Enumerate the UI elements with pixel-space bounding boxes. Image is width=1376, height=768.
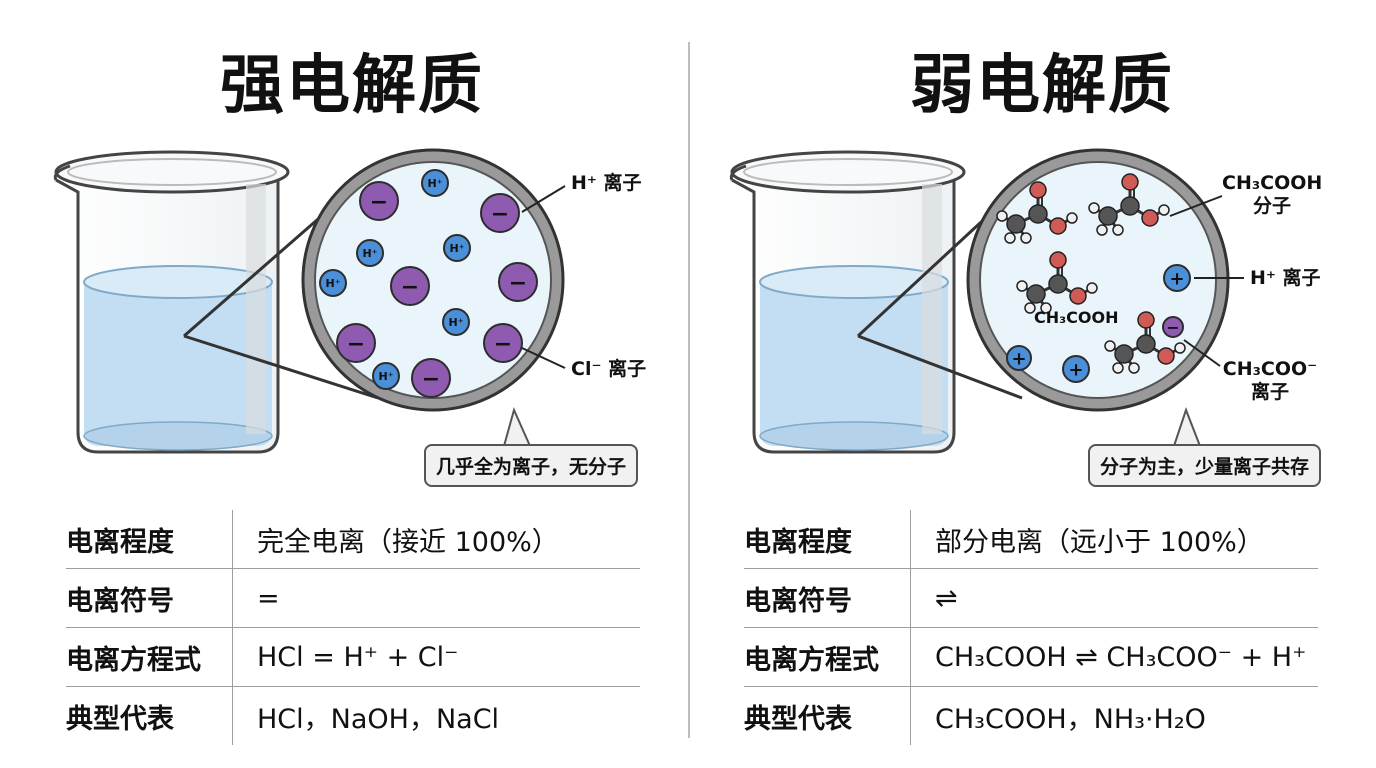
svg-text:H⁺: H⁺ [449,242,464,255]
strong-electrolyte-title: 强电解质 [220,49,484,123]
cl-ion: − [480,193,520,233]
h-ion-label-left: H⁺ 离子 [571,172,642,194]
acetate-label: CH₃COO⁻ 离子 [1220,358,1320,404]
cl-ion: − [336,323,376,363]
row-key: 电离符号 [66,568,233,628]
weak-electrolyte-title: 弱电解质 [910,49,1174,123]
bubble-left: 几乎全为离子，无分子 [424,444,639,487]
acetic-acid-label-line1: CH₃COOH [1222,172,1323,194]
h-ion: + [1163,264,1191,292]
bubble-right: 分子为主，少量离子共存 [1088,444,1322,487]
row-key: 典型代表 [744,686,911,745]
table-row: 电离方程式 HCl = H⁺ + Cl⁻ [66,627,640,687]
svg-text:H⁺: H⁺ [325,277,340,290]
svg-text:−: − [370,190,388,215]
svg-text:−: − [494,332,512,357]
table-row: 电离程度 完全电离（接近 100%） [66,510,640,569]
row-value: = [232,568,640,628]
pointer-h-left [521,185,566,213]
bubble-tail-left [503,407,531,447]
bubble-tail-right [1173,407,1201,447]
center-divider [688,42,690,738]
acetate-label-line2: 离子 [1250,381,1289,403]
cl-ion: − [411,358,451,398]
table-row: 电离符号 ⇌ [744,568,1318,628]
solution-left [84,282,272,446]
pointer-cl-left [521,347,566,369]
acetate-label-line1: CH₃COO⁻ [1222,358,1318,380]
svg-text:−: − [422,367,440,392]
row-key: 电离方程式 [744,627,911,687]
beaker-left [53,150,290,454]
h-ion: H⁺ [442,308,470,336]
svg-text:H⁺: H⁺ [448,316,463,329]
h-ion: H⁺ [372,362,400,390]
row-key: 电离程度 [66,510,233,569]
row-value: HCl = H⁺ + Cl⁻ [232,627,640,687]
svg-text:−: − [509,271,527,296]
inner-molecule-label: CH₃COOH [1034,308,1119,327]
row-value: ⇌ [910,568,1318,628]
table-row: 电离符号 = [66,568,640,628]
row-value: 完全电离（接近 100%） [232,510,640,569]
acetic-acid-label-line2: 分子 [1252,195,1291,217]
h-ion-label-right: H⁺ 离子 [1250,267,1321,289]
acetic-acid-molecule [1088,173,1170,236]
h-ion: H⁺ [319,269,347,297]
table-row: 典型代表 CH₃COOH，NH₃·H₂O [744,686,1318,745]
cl-ion: − [483,323,523,363]
acetic-acid-molecule [1016,251,1098,314]
pointer-acetate [1183,339,1221,367]
h-ion: H⁺ [356,239,384,267]
svg-text:+: + [1169,268,1184,289]
svg-text:H⁺: H⁺ [362,247,377,260]
row-key: 电离方程式 [66,627,233,687]
h-ion: H⁺ [443,234,471,262]
h-ion: + [1062,355,1090,383]
svg-text:H⁺: H⁺ [378,370,393,383]
row-key: 电离符号 [744,568,911,628]
acetic-acid-molecule [1104,311,1186,374]
acetate-ion: − [1162,316,1184,338]
cl-ion: − [390,266,430,306]
row-value: HCl，NaOH，NaCl [257,703,500,735]
row-value: CH₃COOH ⇌ CH₃COO⁻ + H⁺ [910,627,1318,687]
table-row: 电离方程式 CH₃COOH ⇌ CH₃COO⁻ + H⁺ [744,627,1318,687]
ions-left: −−−−−−−H⁺H⁺H⁺H⁺H⁺H⁺ [319,169,538,398]
beaker-right [729,150,966,454]
row-key: 电离程度 [744,510,911,569]
h-ion: H⁺ [421,169,449,197]
cl-ion: − [359,181,399,221]
svg-text:H⁺: H⁺ [427,177,442,190]
svg-text:+: + [1011,348,1026,369]
row-key: 典型代表 [66,686,233,745]
acetic-acid-label: CH₃COOH 分子 [1222,172,1322,218]
cl-ion-label: Cl⁻ 离子 [571,358,647,380]
svg-text:+: + [1068,359,1083,380]
pointer-acetic [1169,195,1223,217]
row-value: CH₃COOH，NH₃·H₂O [935,703,1206,735]
svg-text:−: − [347,332,365,357]
svg-text:−: − [401,275,419,300]
molecules-right: + + + − [996,173,1191,383]
acetic-acid-molecule [996,181,1078,244]
strong-electrolyte-table: 电离程度 完全电离（接近 100%） 电离符号 = 电离方程式 HCl = H⁺… [66,510,640,745]
row-value: 部分电离（远小于 100%） [910,510,1318,569]
h-ion: + [1006,345,1032,371]
svg-text:−: − [1166,318,1179,337]
cl-ion: − [498,262,538,302]
solution-right [760,282,948,446]
svg-text:−: − [491,202,509,227]
weak-electrolyte-table: 电离程度 部分电离（远小于 100%） 电离符号 ⇌ 电离方程式 CH₃COOH… [744,510,1318,745]
table-row: 典型代表 HCl，NaOH，NaCl [66,686,640,745]
table-row: 电离程度 部分电离（远小于 100%） [744,510,1318,569]
